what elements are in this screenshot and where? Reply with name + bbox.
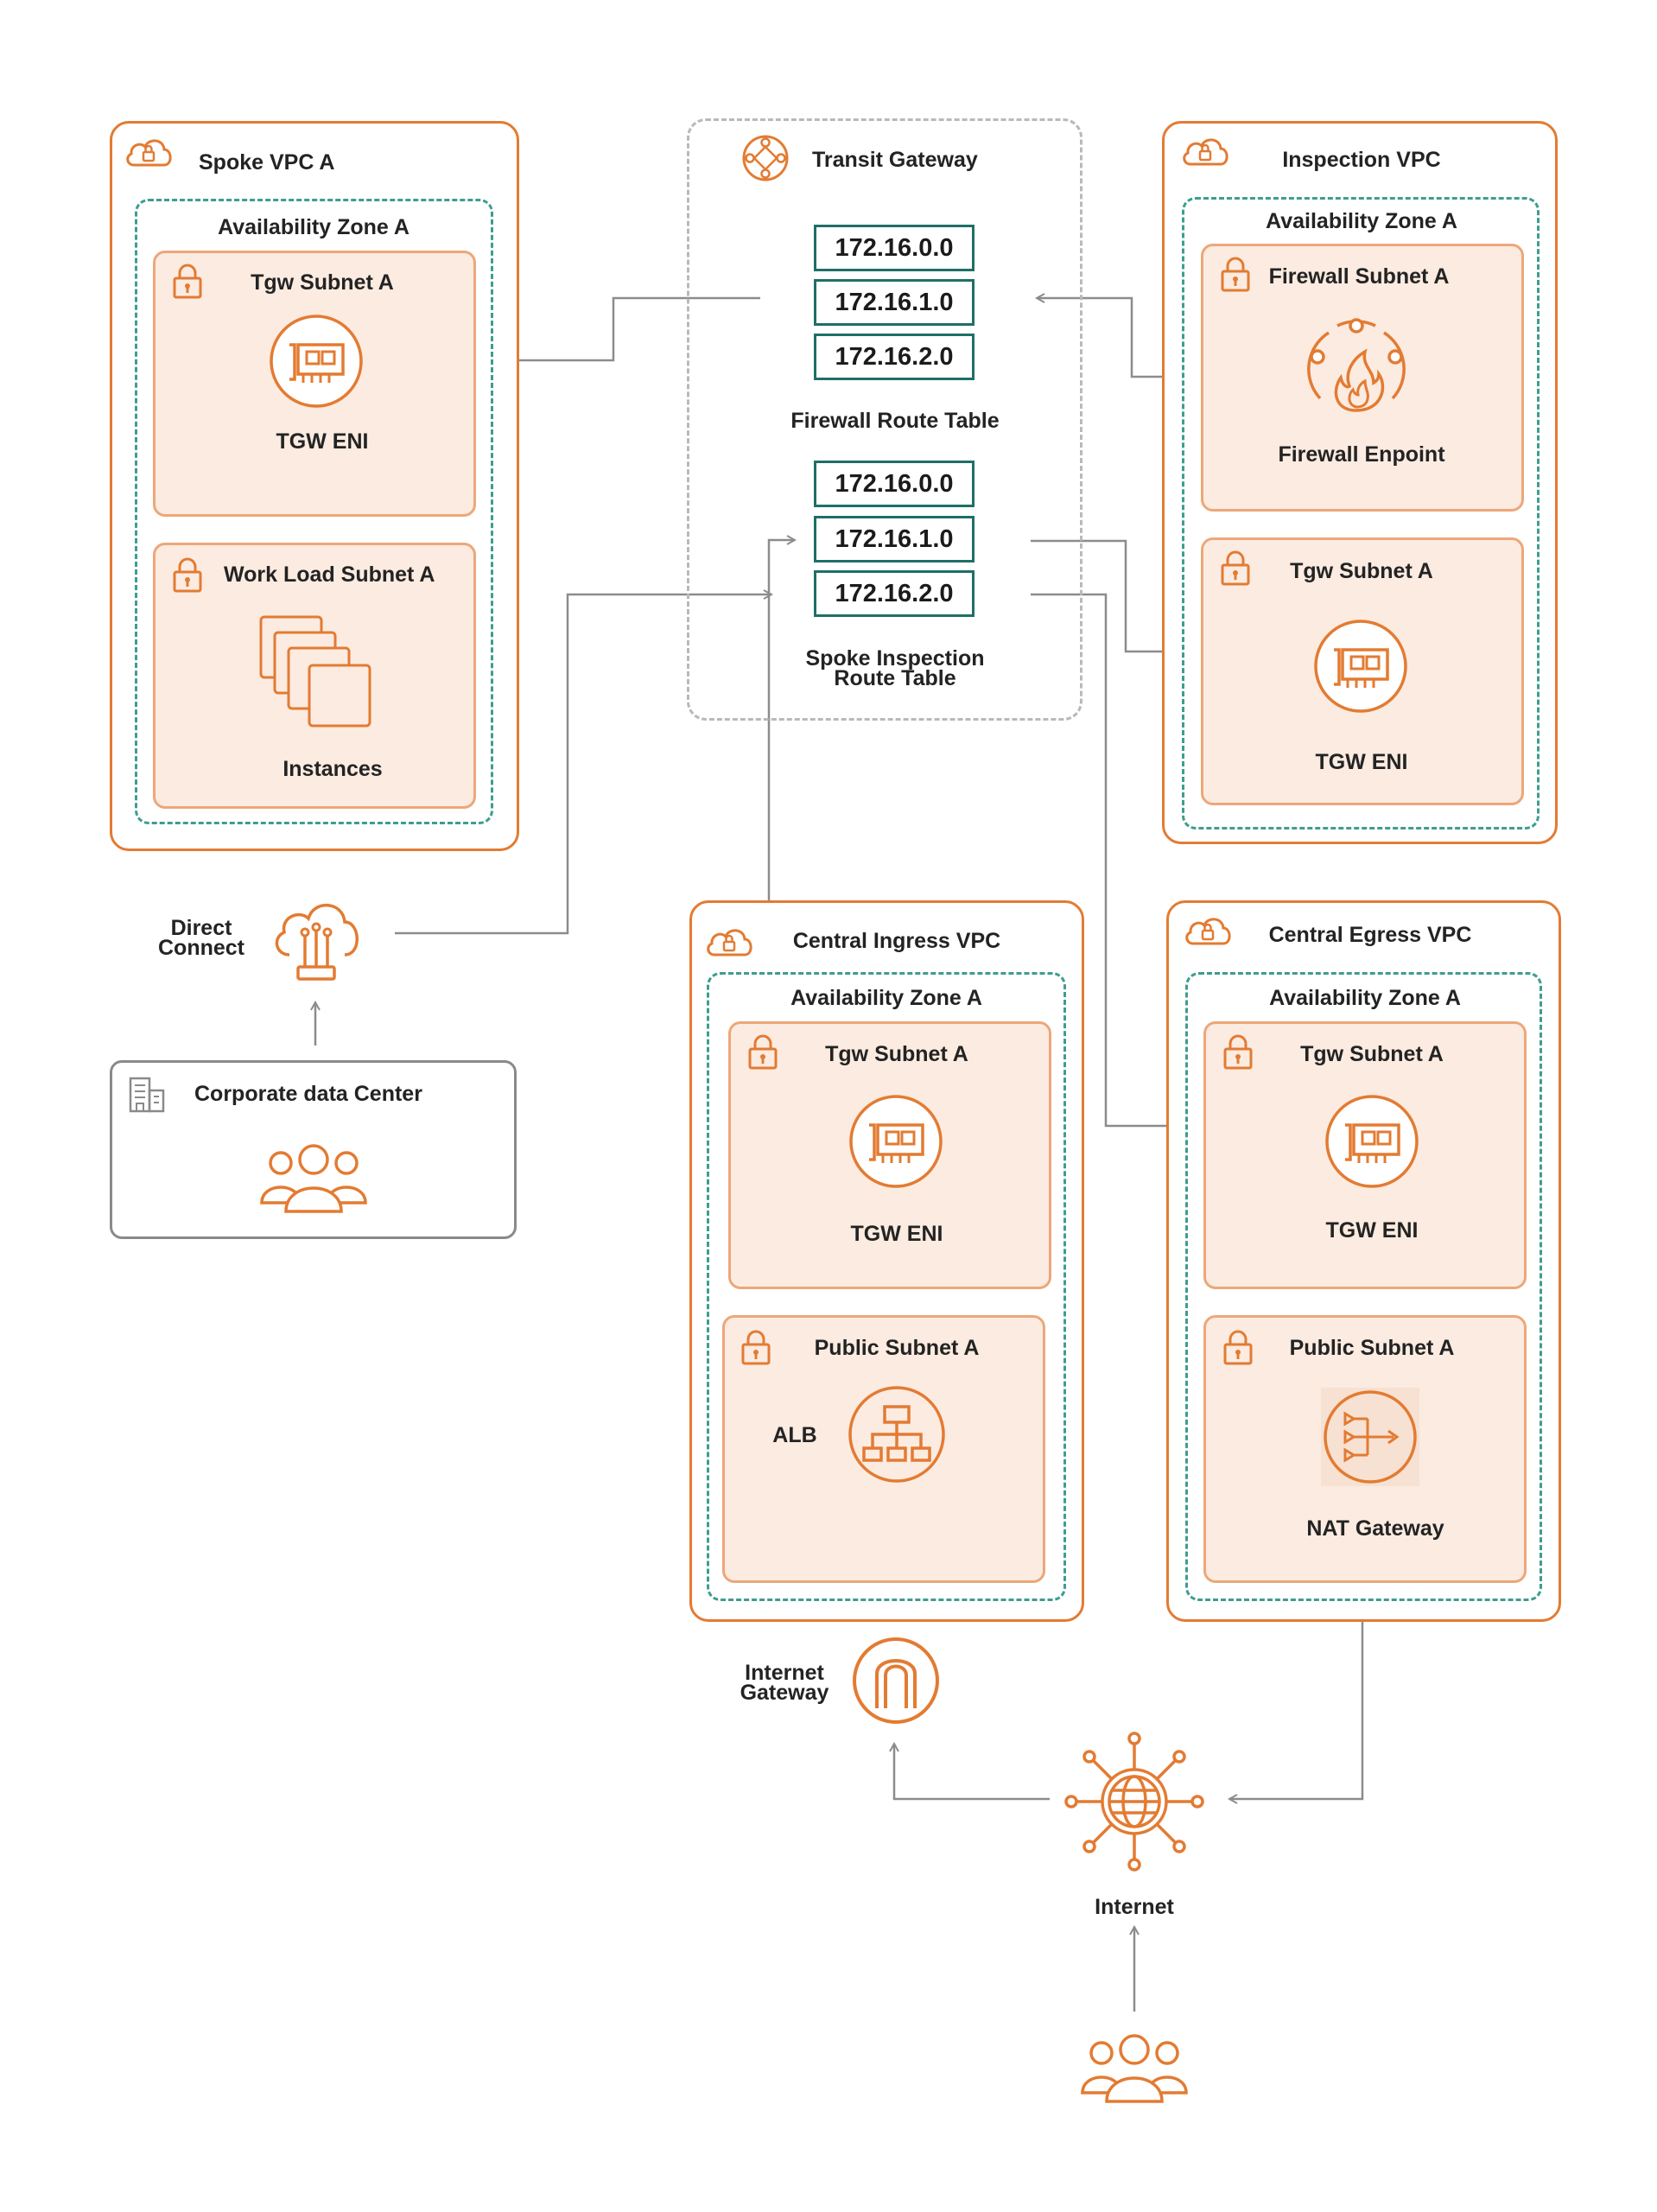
lock-icon — [748, 1034, 778, 1070]
spoke-route-2: 172.16.2.0 — [814, 570, 975, 617]
ingress-public-subnet — [722, 1315, 1045, 1583]
spoke-vpc-title: Spoke VPC A — [199, 150, 335, 175]
firewall-subnet — [1201, 244, 1524, 512]
firewall-subnet-label: Firewall Subnet A — [1268, 264, 1450, 289]
instances-icon — [259, 615, 371, 728]
spoke-tgw-eni-label: TGW ENI — [276, 429, 369, 454]
egress-tgw-subnet-label: Tgw Subnet A — [1300, 1042, 1444, 1066]
ingress-tgw-eni-label: TGW ENI — [850, 1222, 943, 1246]
internet-label: Internet — [1095, 1895, 1174, 1919]
internet-gateway-label-2: Gateway — [740, 1681, 829, 1705]
spoke-az-label: Availability Zone A — [218, 215, 409, 239]
direct-connect-label-1: Direct — [170, 916, 232, 940]
spoke-route-table-label-1: Spoke Inspection — [805, 646, 985, 671]
alb-label: ALB — [772, 1423, 817, 1447]
firewall-route-1: 172.16.1.0 — [814, 279, 975, 326]
lock-icon — [741, 1330, 771, 1365]
inspection-az — [1182, 197, 1540, 830]
spoke-tgw-subnet-label: Tgw Subnet A — [251, 270, 394, 295]
internet-gateway-icon — [853, 1637, 939, 1724]
lock-icon — [1221, 257, 1250, 292]
ingress-public-subnet-label: Public Subnet A — [814, 1336, 980, 1360]
inspection-tgw-subnet-label: Tgw Subnet A — [1290, 559, 1433, 583]
spoke-route-table-label-2: Route Table — [834, 666, 956, 690]
alb-icon — [848, 1386, 945, 1483]
lock-icon — [173, 557, 202, 593]
egress-az — [1185, 972, 1542, 1601]
egress-tgw-eni-label: TGW ENI — [1325, 1218, 1419, 1243]
nat-gateway-label: NAT Gateway — [1306, 1516, 1444, 1541]
users-icon — [260, 1144, 367, 1213]
lock-icon — [1223, 1034, 1253, 1070]
cloud-lock-icon — [707, 929, 752, 957]
corporate-data-center-label: Corporate data Center — [194, 1082, 422, 1106]
nat-gateway-icon — [1321, 1388, 1419, 1486]
ingress-vpc-title: Central Ingress VPC — [792, 929, 1001, 953]
eni-icon — [1325, 1095, 1419, 1188]
eni-icon — [270, 315, 363, 408]
spoke-route-1: 172.16.1.0 — [814, 516, 975, 563]
internet-globe-icon — [1064, 1732, 1204, 1872]
transit-gateway-title: Transit Gateway — [812, 148, 978, 172]
cloud-lock-icon — [1185, 918, 1231, 945]
firewall-route-table-label: Firewall Route Table — [790, 409, 1000, 433]
firewall-route-2: 172.16.2.0 — [814, 334, 975, 380]
ingress-az — [707, 972, 1066, 1601]
cloud-lock-icon — [126, 139, 172, 167]
workload-subnet-label: Work Load Subnet A — [224, 563, 435, 587]
firewall-route-0: 172.16.0.0 — [814, 225, 975, 271]
wire-ingress-eni-to-spoke-table — [767, 540, 795, 1005]
egress-az-label: Availability Zone A — [1269, 986, 1461, 1010]
wire-nat-to-internet — [1229, 1555, 1364, 1799]
inspection-tgw-eni-label: TGW ENI — [1315, 750, 1408, 774]
wire-internet-to-igw — [894, 1744, 1050, 1801]
egress-vpc-title: Central Egress VPC — [1268, 923, 1472, 947]
cloud-lock-icon — [1183, 138, 1228, 166]
transit-gateway-icon — [742, 135, 789, 181]
lock-icon — [1221, 550, 1250, 586]
building-icon — [129, 1077, 165, 1113]
spoke-route-0: 172.16.0.0 — [814, 461, 975, 507]
eni-icon — [849, 1095, 943, 1188]
internet-gateway-label-1: Internet — [745, 1661, 824, 1685]
spoke-az — [135, 199, 493, 824]
lock-icon — [1223, 1330, 1253, 1365]
inspection-az-label: Availability Zone A — [1266, 209, 1457, 233]
firewall-endpoint-label: Firewall Enpoint — [1278, 442, 1445, 467]
wire-direct-connect-to-spoke-table — [395, 594, 771, 935]
users-icon — [1081, 2034, 1188, 2103]
instances-label: Instances — [283, 757, 383, 781]
transit-gateway-box — [687, 118, 1082, 721]
ingress-tgw-subnet-label: Tgw Subnet A — [825, 1042, 968, 1066]
direct-connect-label-2: Connect — [158, 936, 244, 960]
firewall-icon — [1307, 318, 1406, 412]
lock-icon — [173, 264, 202, 299]
eni-icon — [1314, 620, 1407, 713]
inspection-vpc-title: Inspection VPC — [1282, 148, 1441, 172]
egress-public-subnet-label: Public Subnet A — [1289, 1336, 1455, 1360]
ingress-az-label: Availability Zone A — [790, 986, 982, 1010]
direct-connect-icon — [275, 903, 359, 981]
